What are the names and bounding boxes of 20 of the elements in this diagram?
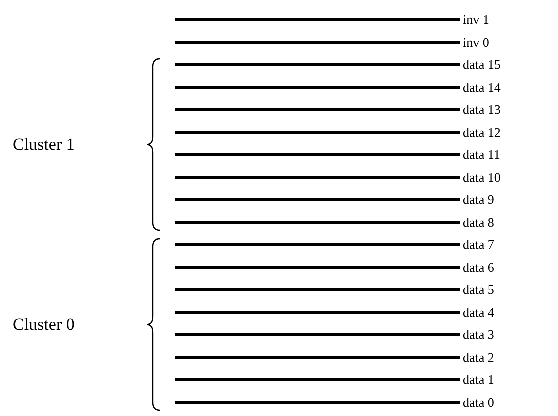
- signal-label: inv 1: [463, 13, 490, 27]
- signal-label: inv 0: [463, 36, 490, 50]
- signal-label: data 2: [463, 350, 494, 364]
- signal-label: data 14: [463, 80, 501, 94]
- signal-label: data 9: [463, 193, 494, 207]
- signal-label: data 15: [463, 58, 501, 72]
- signal-label: data 10: [463, 170, 501, 184]
- signal-label: data 5: [463, 283, 494, 297]
- signal-label: data 13: [463, 103, 501, 117]
- signal-label: data 6: [463, 260, 494, 274]
- cluster-label: Cluster 0: [13, 314, 75, 335]
- signal-label: data 0: [463, 396, 494, 410]
- signal-label: data 11: [463, 148, 500, 162]
- signal-label: data 8: [463, 216, 494, 230]
- signal-label: data 4: [463, 306, 494, 320]
- signal-label: data 3: [463, 328, 494, 342]
- cluster-label: Cluster 1: [13, 134, 75, 155]
- signal-label: data 12: [463, 126, 501, 140]
- signal-label: data 7: [463, 238, 494, 252]
- signal-label: data 1: [463, 373, 494, 387]
